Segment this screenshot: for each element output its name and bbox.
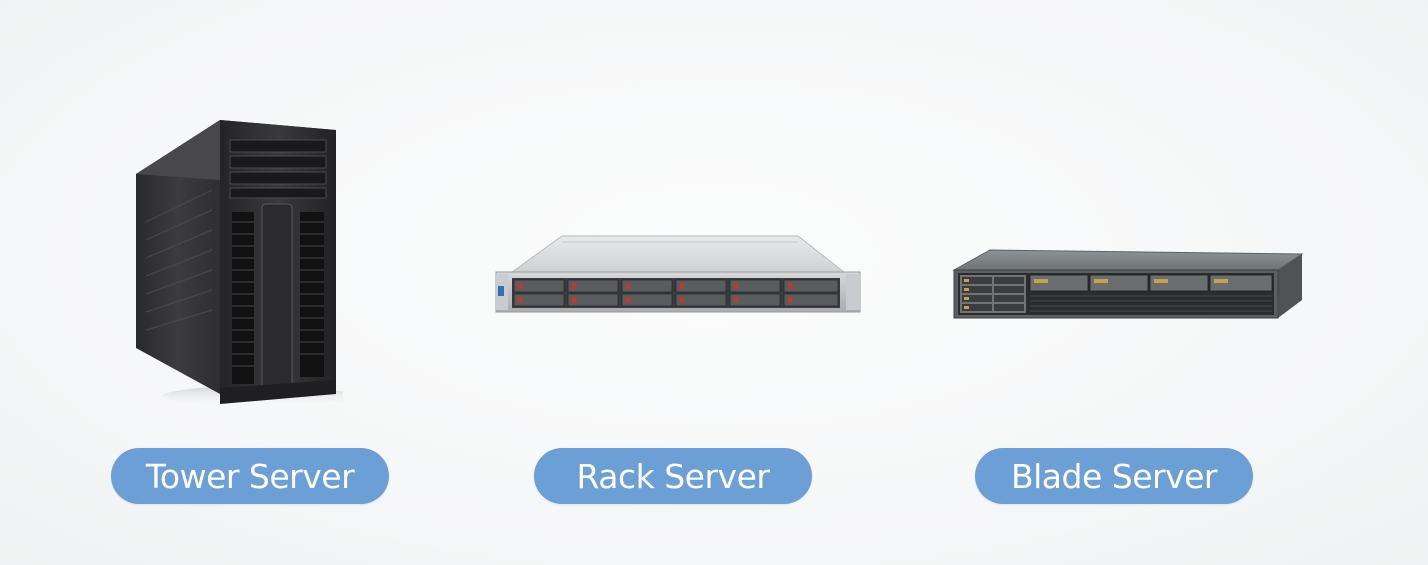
tower-server-label: Tower Server — [111, 448, 389, 504]
blade-server-label: Blade Server — [975, 448, 1253, 504]
rack-server-label-text: Rack Server — [576, 456, 770, 496]
rack-server-icon — [492, 232, 864, 318]
tower-server-label-text: Tower Server — [145, 456, 355, 496]
tower-server-icon — [128, 112, 353, 412]
blade-server-icon — [950, 248, 1306, 322]
rack-server-label: Rack Server — [534, 448, 812, 504]
blade-server-label-text: Blade Server — [1011, 456, 1218, 496]
